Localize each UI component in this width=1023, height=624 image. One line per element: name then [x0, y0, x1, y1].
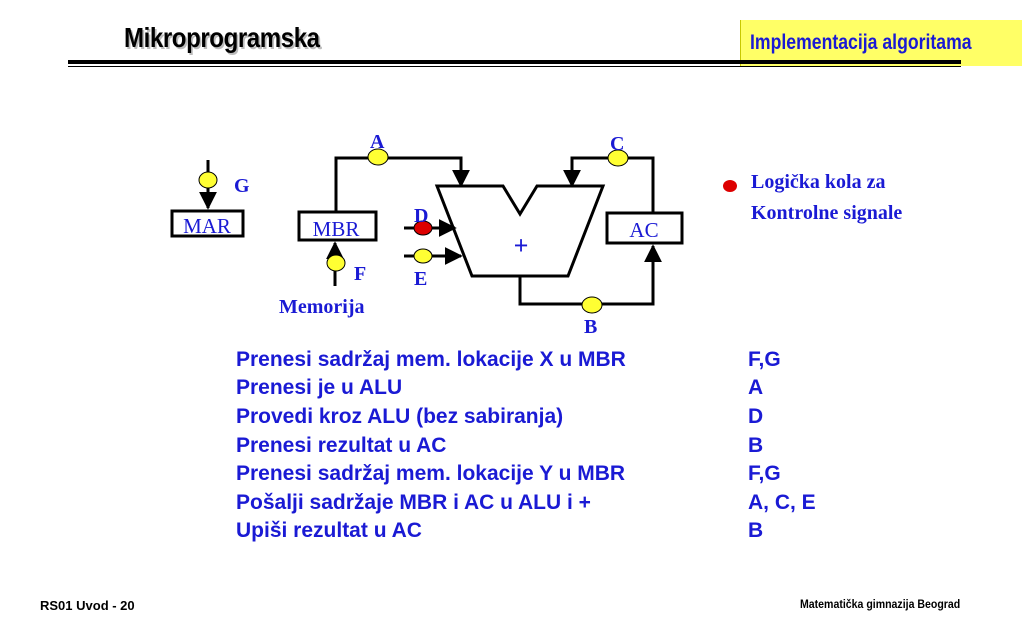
ac-register — [605, 211, 684, 245]
alu-op-label: + — [514, 231, 529, 260]
footer-slide-number: RS01 Uvod - 20 — [40, 598, 135, 613]
step-signals: A, C, E — [748, 491, 816, 514]
signal-e-gate — [413, 248, 433, 264]
legend-dot — [723, 180, 737, 192]
mbr-to-alu-line — [334, 156, 470, 212]
step-signals: F,G — [748, 348, 781, 371]
step-action: Upiši rezultat u AC — [236, 519, 422, 542]
memory-label: Memorija — [279, 296, 365, 318]
signal-b-label: B — [584, 316, 597, 338]
step-action: Prenesi sadržaj mem. lokacije Y u MBR — [236, 462, 626, 485]
signal-c-gate — [607, 149, 629, 167]
signal-a-gate — [367, 148, 389, 166]
topic-badge — [740, 20, 1022, 66]
signal-c-label: C — [610, 133, 624, 155]
mbr-register — [297, 210, 378, 242]
ac-label: AC — [629, 218, 658, 242]
legend-line-2: Kontrolne signale — [751, 202, 902, 224]
topic-label: Implementacija algoritama — [750, 31, 972, 54]
title-rule — [68, 60, 961, 64]
signal-g-gate — [198, 171, 218, 189]
footer-school: Matematička gimnazija Beograd — [800, 597, 961, 611]
step-action: Provedi kroz ALU (bez sabiranja) — [236, 405, 564, 428]
step-signals: B — [748, 519, 764, 542]
step-action: Pošalji sadržaje MBR i AC u ALU i + — [236, 491, 591, 514]
step-signals: B — [748, 434, 764, 457]
step-action: Prenesi je u ALU — [236, 376, 403, 399]
signal-f-label: F — [354, 263, 366, 285]
mar-label: MAR — [183, 214, 231, 238]
signal-b-gate — [581, 296, 603, 314]
title-rule-thin — [68, 66, 961, 67]
signal-d-label: D — [414, 205, 428, 227]
step-signals: D — [748, 405, 764, 428]
step-signals: F,G — [748, 462, 781, 485]
step-signals: A — [748, 376, 764, 399]
mbr-label: MBR — [313, 217, 360, 241]
slide-title: Mikroprogramska — [124, 22, 320, 53]
signal-g-label: G — [234, 175, 250, 197]
step-action: Prenesi sadržaj mem. lokacije X u MBR — [236, 348, 626, 371]
signal-e-label: E — [414, 268, 427, 290]
legend-line-1: Logička kola za — [751, 171, 885, 193]
signal-f-gate — [326, 254, 346, 272]
mar-register — [170, 209, 245, 238]
step-action: Prenesi rezultat u AC — [236, 434, 447, 457]
signal-a-label: A — [370, 131, 385, 153]
signal-d-gate — [413, 220, 433, 236]
